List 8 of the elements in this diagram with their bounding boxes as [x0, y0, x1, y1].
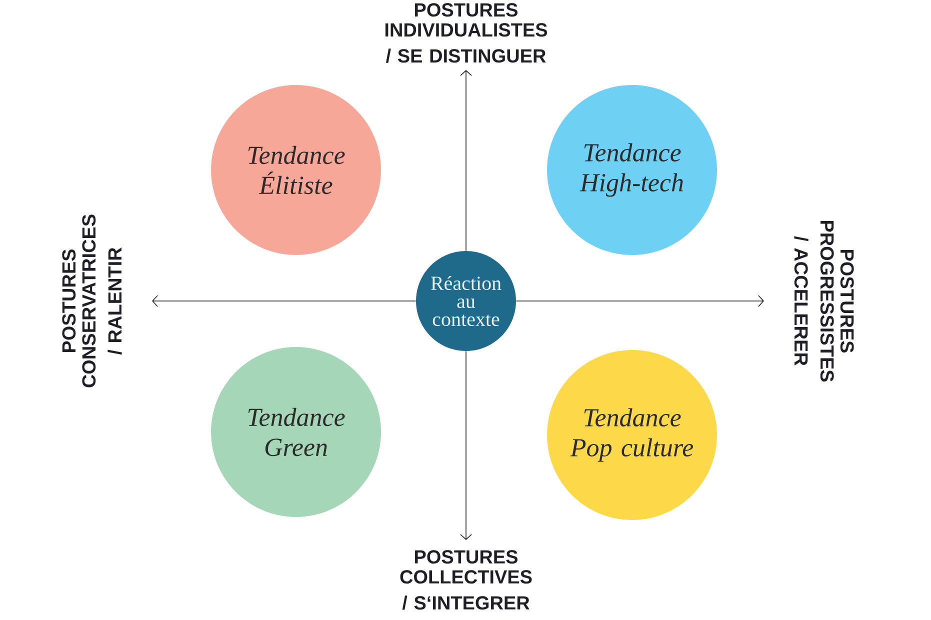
posture-label: POSTURES INDIVIDUALISTES / SE DISTINGUER [385, 3, 548, 63]
posture-label: POSTURES CONSERVATRICES / RALENTIR [62, 214, 122, 388]
arrow [516, 295, 764, 307]
posture-label: POSTURES COLLECTIVES / S‘INTEGRER [400, 550, 532, 610]
posture-label: POSTURES PROGRESSISTES / ACCELERER [794, 220, 854, 382]
arrow [152, 295, 416, 307]
arrow [460, 70, 472, 252]
arrow [460, 350, 472, 540]
